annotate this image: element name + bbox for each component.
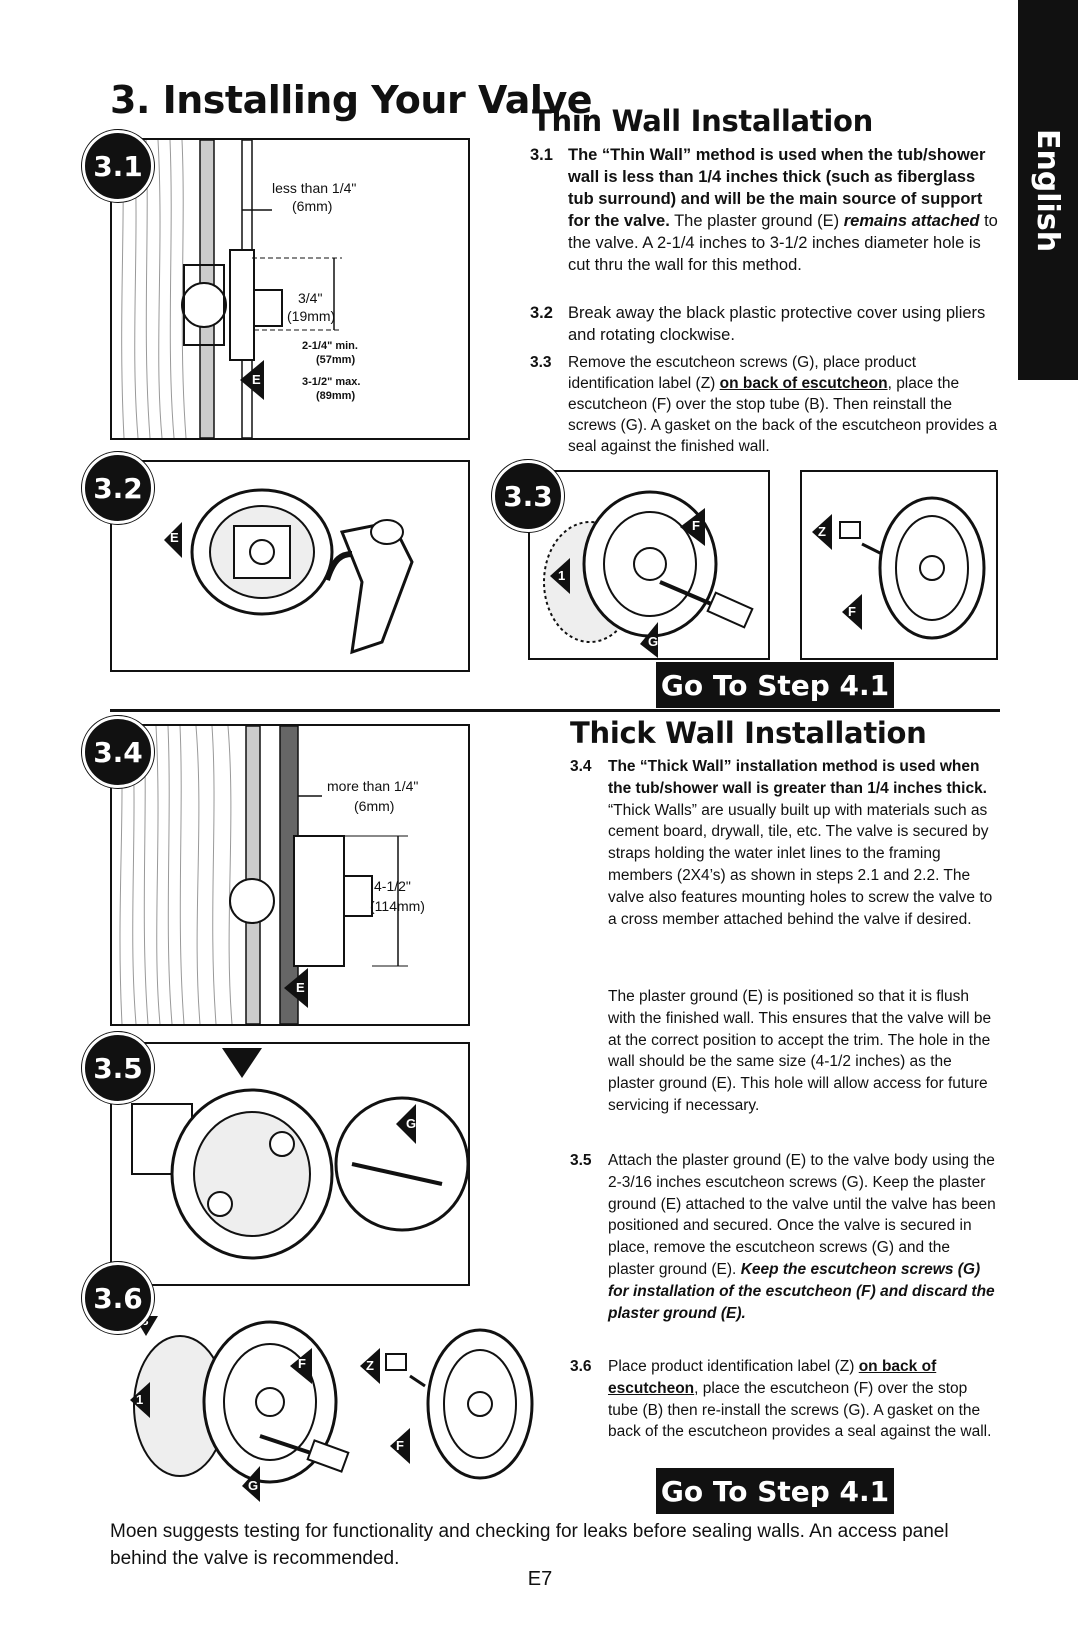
step-number: 3.6 <box>570 1358 592 1375</box>
step-3-4-continued: The plaster ground (E) is positioned so … <box>570 986 1000 1117</box>
step-3-6: 3.6 Place product identification label (… <box>570 1356 1000 1443</box>
figure-3-5-illustration <box>131 1048 468 1260</box>
figure-3-1: less than 1/4" (6mm) 3/4" (19mm) 2-1/4" … <box>110 138 470 440</box>
figure-badge-3-6: 3.6 <box>82 1262 154 1334</box>
step-3-1-bold: The “Thin Wall” method is used when the … <box>568 146 986 230</box>
label-f: F <box>298 1356 306 1371</box>
label-e: E <box>296 980 305 995</box>
step-number: 3.5 <box>570 1152 592 1169</box>
figure-badge-3-3: 3.3 <box>492 460 564 532</box>
dim-min: 2-1/4" min. <box>302 340 358 352</box>
label-1: 1 <box>136 1392 144 1407</box>
dim-max: 3-1/2" max. <box>302 376 361 388</box>
figure-badge-3-1: 3.1 <box>82 130 154 202</box>
label-g: G <box>648 634 659 649</box>
figure-3-6: B F G 1 Z F <box>120 1306 540 1502</box>
step-3-5: 3.5 Attach the plaster ground (E) to the… <box>570 1150 1000 1324</box>
step-3-6-text: Place product identification label (Z) <box>608 1358 859 1375</box>
section-title-thick-wall: Thick Wall Installation <box>570 716 927 750</box>
section-divider <box>110 709 1000 712</box>
label-z: Z <box>818 524 826 539</box>
language-tab-label: English <box>1030 128 1066 252</box>
figure-3-4-illustration <box>119 726 408 1024</box>
step-3-2: 3.2 Break away the black plastic protect… <box>530 302 1000 346</box>
figure-badge-3-4: 3.4 <box>82 716 154 788</box>
figure-3-4: more than 1/4" (6mm) 4-1/2" (114mm) E <box>110 724 470 1026</box>
footer-note: Moen suggests testing for functionality … <box>110 1521 949 1569</box>
step-number: 3.2 <box>530 304 553 322</box>
language-tab: English <box>1018 0 1078 380</box>
step-number: 3.4 <box>570 758 592 775</box>
label-z: Z <box>366 1358 374 1373</box>
section-title-thin-wall: Thin Wall Installation <box>532 104 873 138</box>
dim-four-and-half: 4-1/2" <box>374 878 411 894</box>
dim-89mm: (89mm) <box>316 390 356 402</box>
dim-6mm: (6mm) <box>354 798 395 814</box>
dim-three-quarter: 3/4" <box>298 290 323 306</box>
dim-less-than-quarter: less than 1/4" <box>272 180 357 196</box>
step-3-1-text: The plaster ground (E) <box>669 212 844 230</box>
figure-3-2: E <box>110 460 470 672</box>
dim-more-than-quarter: more than 1/4" <box>327 778 419 794</box>
step-3-4-bold: The “Thick Wall” installation method is … <box>608 758 987 797</box>
step-3-4-continued-text: The plaster ground (E) is positioned so … <box>608 988 992 1114</box>
figure-3-3-label-placement <box>812 496 986 640</box>
figure-3-1-illustration <box>121 140 342 438</box>
step-3-3-underline: on back of escutcheon <box>719 375 888 392</box>
figure-3-2-illustration <box>164 488 414 655</box>
go-to-step-4-1-thin: Go To Step 4.1 <box>656 662 894 708</box>
figure-3-3-right: Z F <box>800 470 998 660</box>
step-3-5-text: Attach the plaster ground (E) to the val… <box>608 1152 996 1278</box>
label-f: F <box>396 1438 404 1453</box>
label-g: G <box>406 1116 417 1131</box>
label-f: F <box>692 518 700 533</box>
dim-57mm: (57mm) <box>316 354 356 366</box>
go-to-step-4-1-thick: Go To Step 4.1 <box>656 1468 894 1514</box>
step-3-4: 3.4 The “Thick Wall” installation method… <box>570 756 1000 930</box>
label-f: F <box>848 604 856 619</box>
step-3-1-text-end: to the valve. A 2-1/4 inches to 3-1/2 in… <box>568 212 998 274</box>
page-number: E7 <box>527 1568 553 1590</box>
figure-3-5: E G <box>110 1042 470 1286</box>
figure-3-6-illustration <box>130 1316 534 1502</box>
step-3-1: 3.1 The “Thin Wall” method is used when … <box>530 144 1000 276</box>
step-3-2-text: Break away the black plastic protective … <box>568 304 986 344</box>
dim-114mm: (114mm) <box>370 898 425 914</box>
figure-3-3-escutcheon-install <box>543 490 754 658</box>
step-3-4-text: “Thick Walls” are usually built up with … <box>608 801 993 928</box>
label-e: E <box>170 530 179 545</box>
page-title: 3. Installing Your Valve <box>110 78 592 122</box>
label-e: E <box>348 1050 358 1066</box>
step-3-6-text-end: , place the escutcheon (F) over the stop… <box>608 1379 992 1441</box>
label-g: G <box>248 1478 259 1493</box>
step-number: 3.3 <box>530 354 552 371</box>
step-3-3-text-end: , place the escutcheon (F) over the stop… <box>568 375 998 455</box>
dim-19mm: (19mm) <box>287 308 336 324</box>
step-3-5-emphasis: Keep the escutcheon screws (G) for insta… <box>608 1260 995 1322</box>
figure-3-3-left: F G 1 <box>528 470 770 660</box>
label-e: E <box>252 372 261 387</box>
figure-badge-3-5: 3.5 <box>82 1032 154 1104</box>
dim-6mm: (6mm) <box>292 198 333 214</box>
step-3-3: 3.3 Remove the escutcheon screws (G), pl… <box>530 352 1000 457</box>
step-3-3-text: Remove the escutcheon screws (G), place … <box>568 354 917 392</box>
step-number: 3.1 <box>530 146 553 164</box>
figure-badge-3-2: 3.2 <box>82 452 154 524</box>
step-3-1-emphasis: remains attached <box>843 212 980 230</box>
label-1: 1 <box>558 568 566 583</box>
step-3-6-underline: on back of escutcheon <box>608 1358 937 1397</box>
